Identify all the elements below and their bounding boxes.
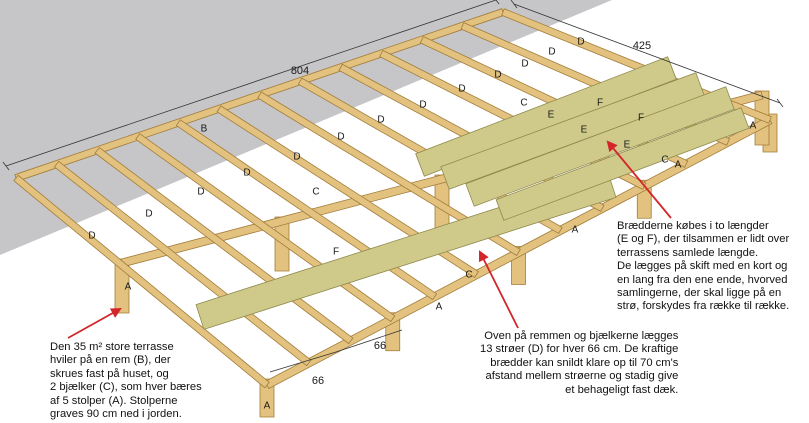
joist-7 bbox=[257, 91, 521, 256]
label-joist-d-1: D bbox=[88, 231, 95, 242]
label-joist-d-2: D bbox=[145, 209, 152, 220]
label-post-a-4: A bbox=[572, 225, 579, 236]
boards-line: en lang fra den ene ende, hvorved bbox=[617, 273, 788, 286]
board-long-f-middle bbox=[465, 86, 735, 207]
label-girder-c-1: C bbox=[312, 187, 319, 198]
label-post-a-1: A bbox=[125, 282, 132, 293]
dim-spacing-b-label: 66 bbox=[312, 375, 324, 387]
frame-line: af 5 stolper (A). Stolperne bbox=[50, 394, 178, 407]
label-joist-d-4: D bbox=[243, 168, 250, 179]
dim-tick-3 bbox=[510, 0, 518, 9]
label-beam-b: B bbox=[201, 124, 208, 135]
boards-line: strø, forskydes fra række til række. bbox=[617, 300, 790, 313]
dim-line-length bbox=[5, 0, 497, 167]
label-joist-d-7: D bbox=[377, 115, 384, 126]
joist-6 bbox=[216, 105, 479, 278]
boards-line: De lægges på skift med en kort og bbox=[617, 260, 788, 273]
dim-line-spacing-b bbox=[269, 351, 337, 373]
frame-line: hviler på en rem (B), der bbox=[50, 354, 171, 367]
label-post-a-5: A bbox=[675, 160, 682, 171]
frame-line: graves 90 cm ned i jorden. bbox=[50, 408, 182, 421]
label-joist-d-10: D bbox=[494, 70, 501, 81]
joists-line: brædder kan snildt klare op til 70 cm's bbox=[490, 356, 679, 369]
dim-length-label: 804 bbox=[291, 65, 309, 77]
deck-boards bbox=[195, 56, 750, 330]
boards-line: samlingerne, der skal ligge på en bbox=[617, 287, 782, 300]
joists-line: Oven på remmen og bjælkerne lægges bbox=[484, 330, 679, 342]
joists-line: 13 strøer (D) for hver 66 cm. De kraftig… bbox=[480, 343, 679, 356]
label-post-a-6: A bbox=[750, 121, 757, 132]
callout-arrows bbox=[67, 140, 672, 339]
boards-line: (E og F), der tilsammen er lidt over bbox=[617, 233, 790, 246]
label-joist-d-13: D bbox=[577, 37, 584, 48]
joists-line: et behageligt fast dæk. bbox=[565, 383, 679, 396]
label-board-f-3: F bbox=[638, 113, 644, 124]
frame-line: 2 bjælker (C), som hver bæres bbox=[50, 381, 202, 394]
arrow-to-frame bbox=[67, 307, 122, 339]
label-girder-c-4: C bbox=[661, 155, 668, 166]
joist-2 bbox=[54, 161, 312, 367]
label-girder-c-2: C bbox=[465, 270, 472, 281]
frame-line: Den 35 m² store terrasse bbox=[50, 341, 174, 353]
label-joist-d-11: D bbox=[521, 59, 528, 70]
label-joist-d-5: D bbox=[293, 152, 300, 163]
label-girder-c-3: C bbox=[520, 98, 527, 109]
label-post-a-3: A bbox=[264, 401, 271, 412]
label-post-a-2: A bbox=[436, 302, 443, 313]
dim-line-width bbox=[513, 3, 781, 104]
label-board-e-2: E bbox=[581, 125, 588, 136]
arrow-to-joists bbox=[479, 250, 519, 329]
dim-tick-2 bbox=[495, 0, 500, 5]
joists-line: afstand mellem strøerne og stadig give bbox=[485, 370, 679, 383]
label-board-f-1: F bbox=[333, 247, 339, 258]
joist-1 bbox=[13, 174, 270, 389]
label-joist-d-12: D bbox=[548, 47, 555, 58]
label-joist-d-8: D bbox=[419, 100, 426, 111]
board-long-f-rear bbox=[495, 107, 750, 221]
label-joist-d-9: D bbox=[458, 84, 465, 95]
dim-tick-1 bbox=[2, 161, 10, 171]
boards-line: terrassens samlede længde. bbox=[617, 246, 759, 259]
dim-width-label: 425 bbox=[633, 40, 651, 52]
label-board-e-3: E bbox=[624, 140, 631, 151]
boards-line: Brædderne købes i to længder bbox=[617, 220, 769, 232]
dim-tick-4 bbox=[776, 98, 784, 108]
label-joist-d-3: D bbox=[197, 187, 204, 198]
dim-line-spacing-a bbox=[335, 329, 403, 353]
dimension-lines: 804 425 66 66 bbox=[2, 0, 784, 387]
frame-line: skrues fast på huset, og bbox=[50, 367, 169, 380]
arrow-to-boards bbox=[606, 140, 672, 219]
part-labels: A A A A A A B C C C C D D D D D D D D D D D D D E E E F F F bbox=[88, 37, 756, 412]
boards-note: Brædderne købes i to længder(E og F), de… bbox=[617, 220, 789, 314]
label-board-e-1: E bbox=[548, 110, 555, 121]
label-board-f-2: F bbox=[597, 98, 603, 109]
dim-spacing-a-label: 66 bbox=[374, 340, 386, 352]
label-joist-d-6: D bbox=[337, 132, 344, 143]
